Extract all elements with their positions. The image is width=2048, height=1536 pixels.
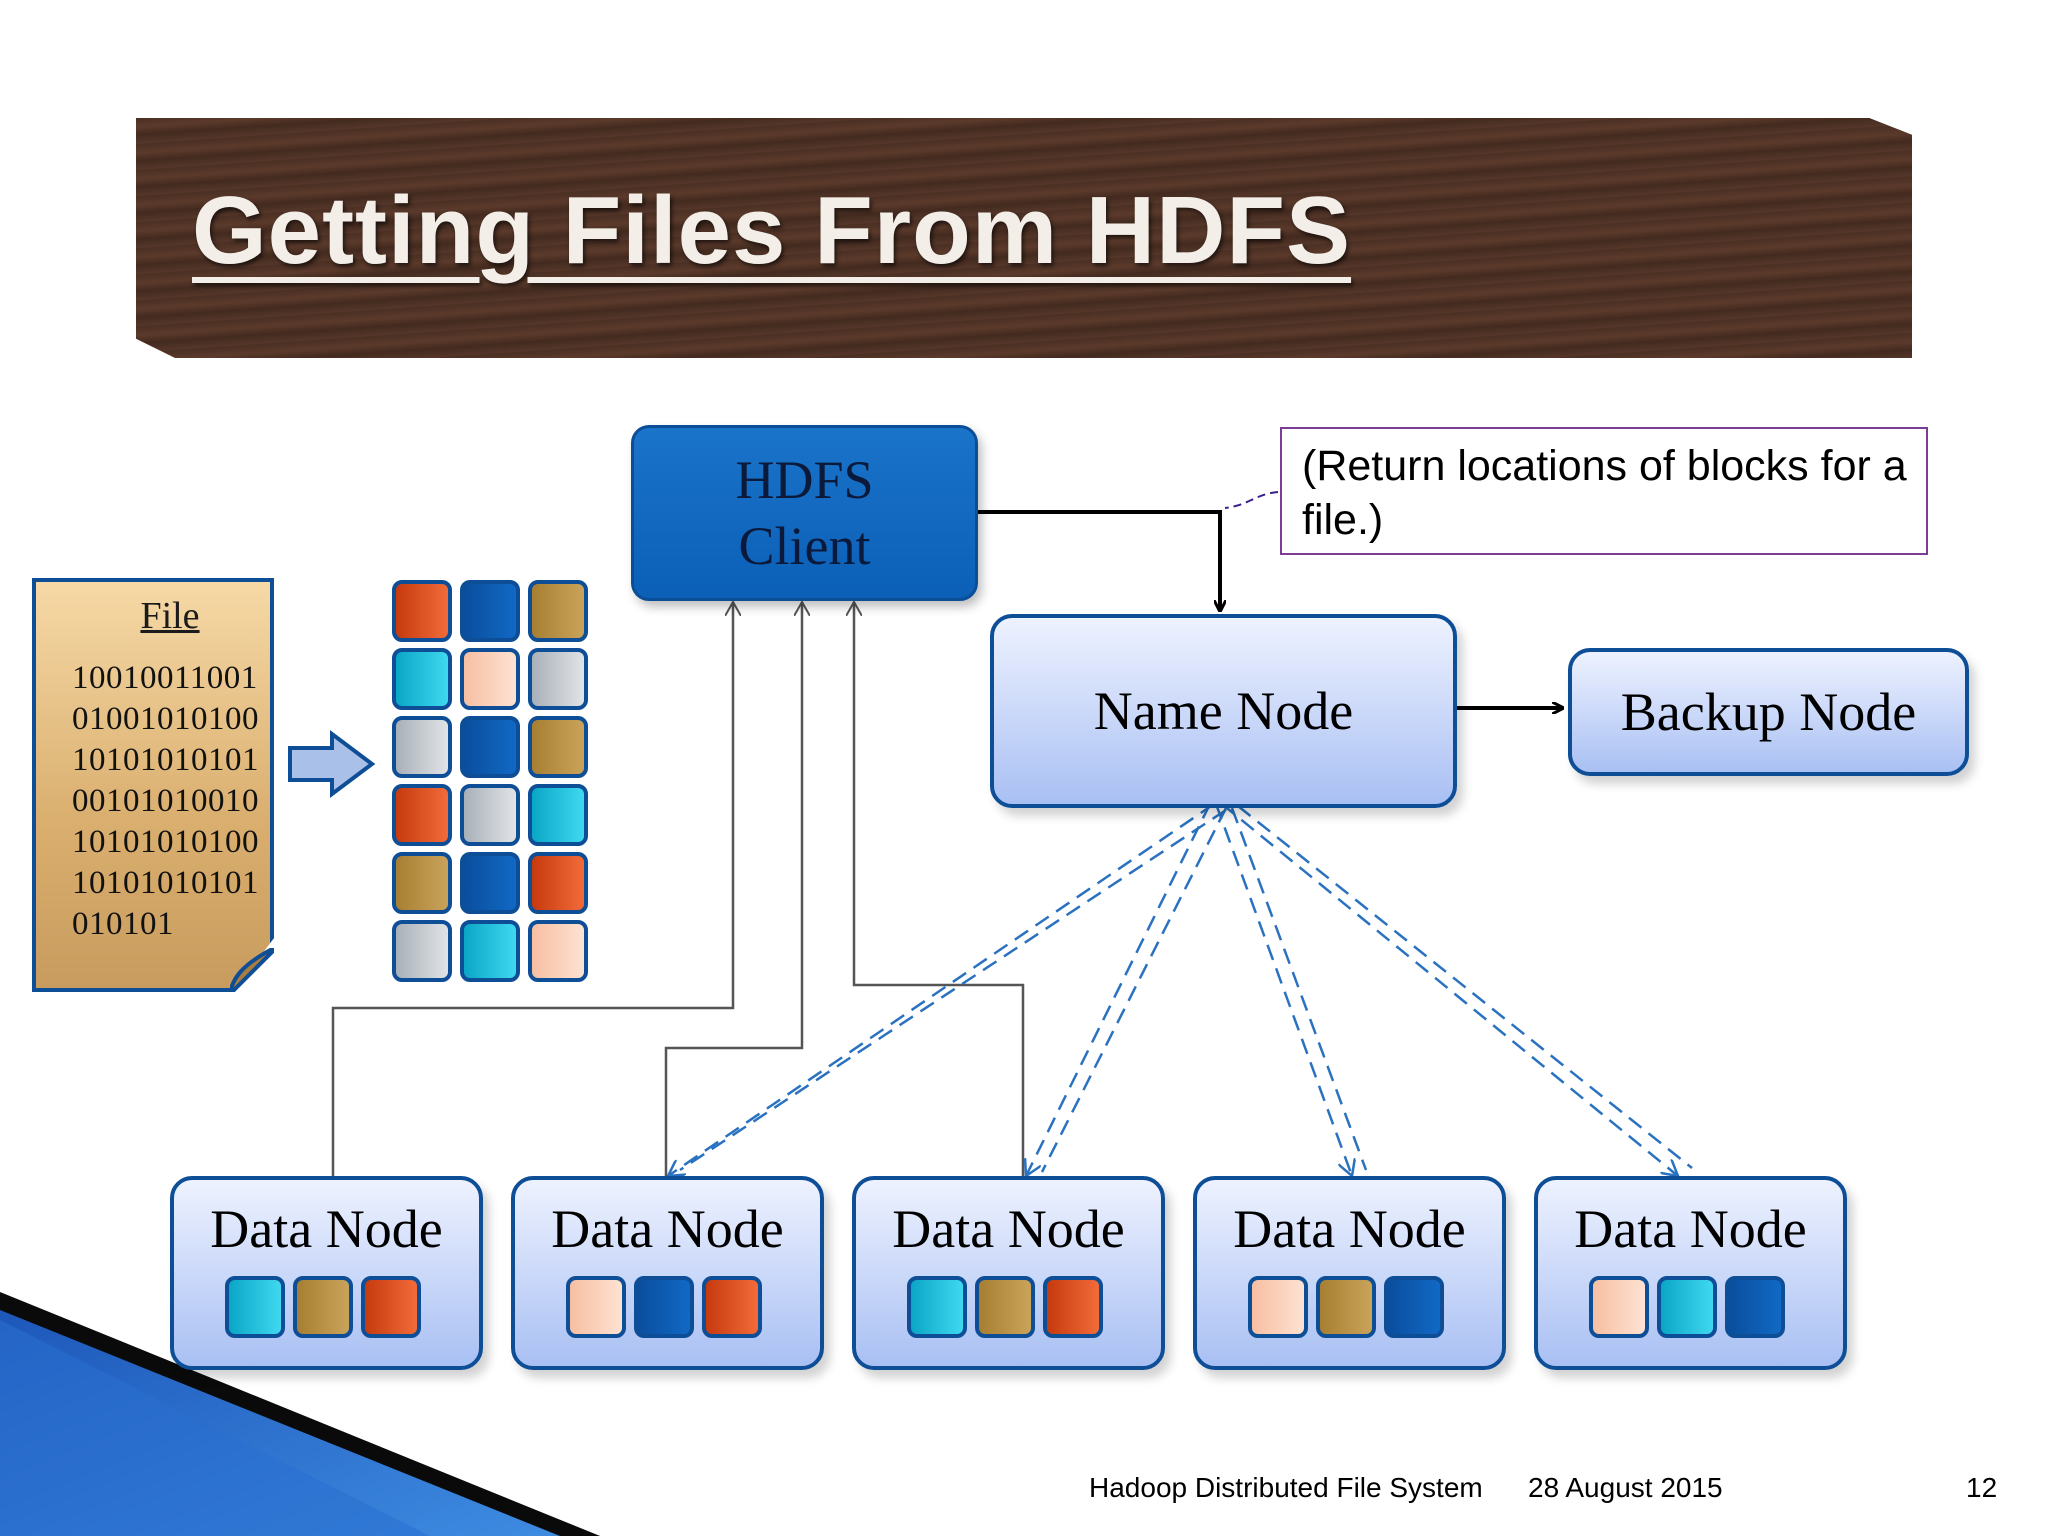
name-node-box: Name Node [990, 614, 1457, 808]
file-block-gold [392, 852, 452, 914]
file-block-blue [460, 580, 520, 642]
data-node-box: Data Node [170, 1176, 483, 1370]
file-binary-line: 10101010101 [72, 742, 259, 779]
data-block-peach [566, 1276, 626, 1338]
data-node-label: Data Node [1574, 1198, 1806, 1260]
file-block-orange [528, 852, 588, 914]
data-block-peach [1248, 1276, 1308, 1338]
data-block-blue [634, 1276, 694, 1338]
file-block-cyan [460, 920, 520, 982]
data-block-orange [1043, 1276, 1103, 1338]
file-block-grey [392, 716, 452, 778]
file-block-peach [528, 920, 588, 982]
data-node-blocks [1589, 1276, 1793, 1338]
file-block-orange [392, 580, 452, 642]
file-block-peach [460, 648, 520, 710]
note-callout: (Return locations of blocks for a file.) [1280, 427, 1928, 555]
file-block-cyan [528, 784, 588, 846]
name-node-label: Name Node [1094, 680, 1353, 742]
hdfs-client-box: HDFS Client [631, 425, 978, 601]
data-node-box: Data Node [852, 1176, 1165, 1370]
file-binary-line: 10101010100 [72, 824, 259, 861]
client-to-namenode-line [973, 512, 1220, 610]
data-block-gold [293, 1276, 353, 1338]
file-block-grid [392, 580, 592, 984]
file-title: File [32, 594, 308, 638]
footer-date: 28 August 2015 [1528, 1472, 1723, 1504]
data-block-blue [1384, 1276, 1444, 1338]
file-block-orange [392, 784, 452, 846]
file-block-blue [460, 852, 520, 914]
file-binary-line: 01001010100 [72, 701, 259, 738]
page-number: 12 [1966, 1472, 1997, 1504]
data-block-cyan [225, 1276, 285, 1338]
file-to-blocks-arrow [290, 734, 372, 794]
namenode-datanode-dashed-links [668, 804, 1692, 1176]
note-callout-line [1225, 492, 1278, 508]
data-node-box: Data Node [1193, 1176, 1506, 1370]
data-block-cyan [1657, 1276, 1717, 1338]
data-node-label: Data Node [892, 1198, 1124, 1260]
data-node-blocks [907, 1276, 1111, 1338]
data-node-box: Data Node [511, 1176, 824, 1370]
file-block-grey [528, 648, 588, 710]
data-block-cyan [907, 1276, 967, 1338]
data-node-label: Data Node [1233, 1198, 1465, 1260]
file-binary-line: 10010011001 [72, 660, 258, 697]
data-block-orange [702, 1276, 762, 1338]
file-binary-line: 010101 [72, 906, 174, 943]
data-block-peach [1589, 1276, 1649, 1338]
data-node-blocks [225, 1276, 429, 1338]
data-node-blocks [566, 1276, 770, 1338]
data-node-label: Data Node [551, 1198, 783, 1260]
backup-node-box: Backup Node [1568, 648, 1969, 776]
footer-title: Hadoop Distributed File System [1089, 1472, 1483, 1504]
data-block-orange [361, 1276, 421, 1338]
data-block-gold [1316, 1276, 1376, 1338]
hdfs-client-label: HDFS Client [735, 447, 873, 579]
file-block-gold [528, 580, 588, 642]
data-node-box: Data Node [1534, 1176, 1847, 1370]
backup-node-label: Backup Node [1621, 681, 1916, 743]
data-block-blue [1725, 1276, 1785, 1338]
file-binary-line: 00101010010 [72, 783, 259, 820]
file-block-cyan [392, 648, 452, 710]
file-binary-line: 10101010101 [72, 865, 259, 902]
file-block-blue [460, 716, 520, 778]
data-node-blocks [1248, 1276, 1452, 1338]
file-block-grey [460, 784, 520, 846]
data-block-gold [975, 1276, 1035, 1338]
data-node-label: Data Node [210, 1198, 442, 1260]
file-block-gold [528, 716, 588, 778]
file-block-grey [392, 920, 452, 982]
file-fold-corner [230, 948, 274, 992]
